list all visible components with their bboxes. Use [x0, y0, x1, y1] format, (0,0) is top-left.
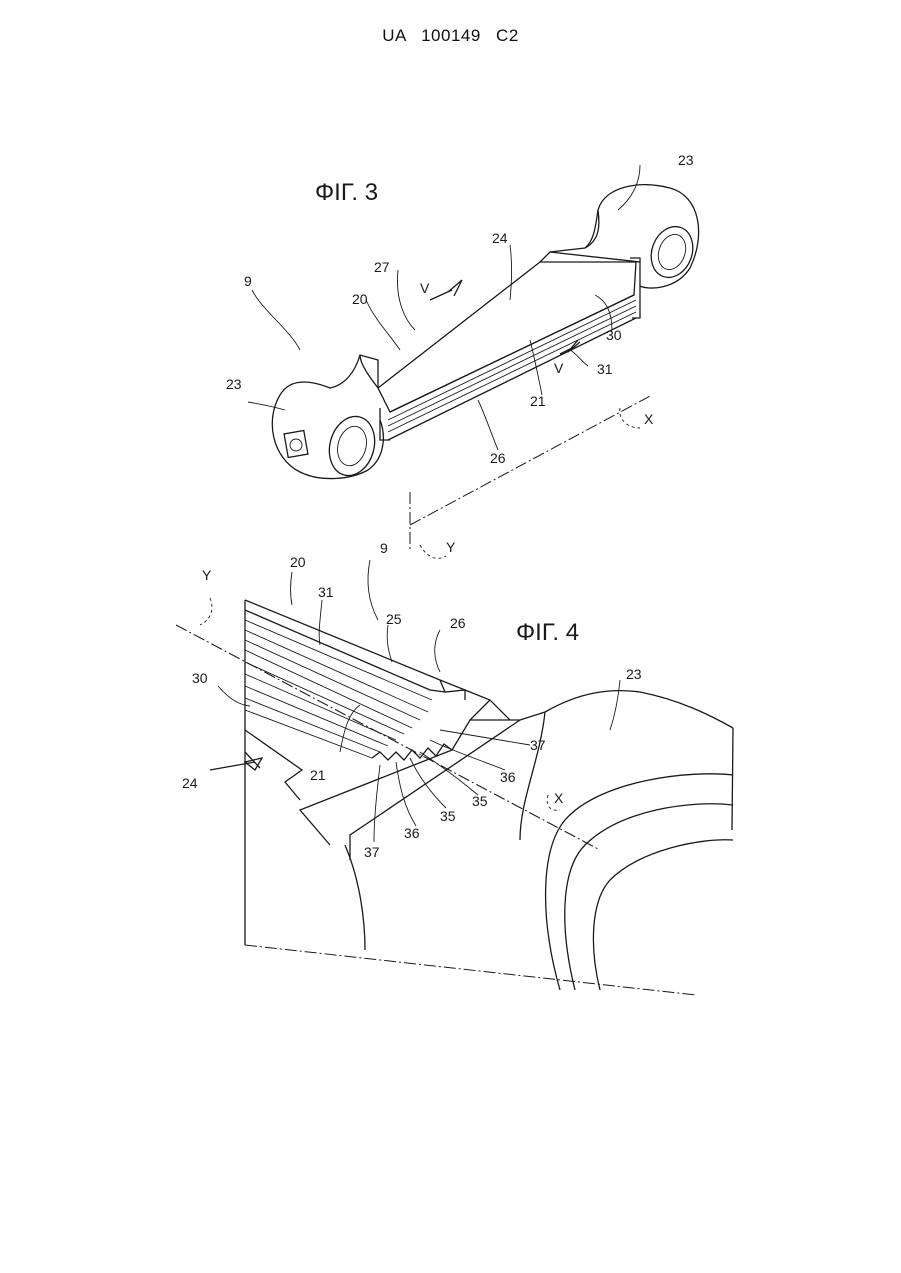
fig4-label-23: 23 [626, 666, 642, 682]
fig4-label-26: 26 [450, 615, 466, 631]
fig4-label-21: 21 [310, 767, 326, 783]
fig4-label-35-right: 35 [472, 793, 488, 809]
fig4-label-30: 30 [192, 670, 208, 686]
fig3-label-23-front: 23 [226, 376, 242, 392]
fig3-label-9: 9 [244, 273, 252, 289]
fig3-label-27: 27 [374, 259, 390, 275]
fig3-label-Y: Y [446, 539, 456, 555]
fig3-label-V-lower: V [554, 360, 564, 376]
fig3-label-21: 21 [530, 393, 546, 409]
fig3-label-20: 20 [352, 291, 368, 307]
fig3-title: ΦΙΓ. 3 [315, 179, 378, 206]
fig4-label-35-left: 35 [440, 808, 456, 824]
fig3-label-30: 30 [606, 327, 622, 343]
fig4-label-36-right: 36 [500, 769, 516, 785]
fig4-label-X: X [554, 790, 564, 806]
fig4-label-31: 31 [318, 584, 334, 600]
figure-3: ΦΙΓ. 3 [226, 152, 700, 558]
fig4-label-37-right: 37 [530, 737, 546, 753]
fig4-label-9: 9 [380, 540, 388, 556]
fig3-label-23-rear: 23 [678, 152, 694, 168]
fig3-label-31: 31 [597, 361, 613, 377]
fig4-label-36-left: 36 [404, 825, 420, 841]
fig3-label-X: X [644, 411, 654, 427]
fig4-label-Y: Y [202, 567, 212, 583]
fig4-title: ΦΙΓ. 4 [516, 619, 579, 646]
fig4-label-24: 24 [182, 775, 198, 791]
fig4-label-20: 20 [290, 554, 306, 570]
fig4-label-37-left: 37 [364, 844, 380, 860]
fig3-label-V-upper: V [420, 280, 430, 296]
fig4-label-25: 25 [386, 611, 402, 627]
fig3-label-24: 24 [492, 230, 508, 246]
figure-4: ΦΙΓ. 4 [176, 540, 733, 995]
fig3-label-26: 26 [490, 450, 506, 466]
